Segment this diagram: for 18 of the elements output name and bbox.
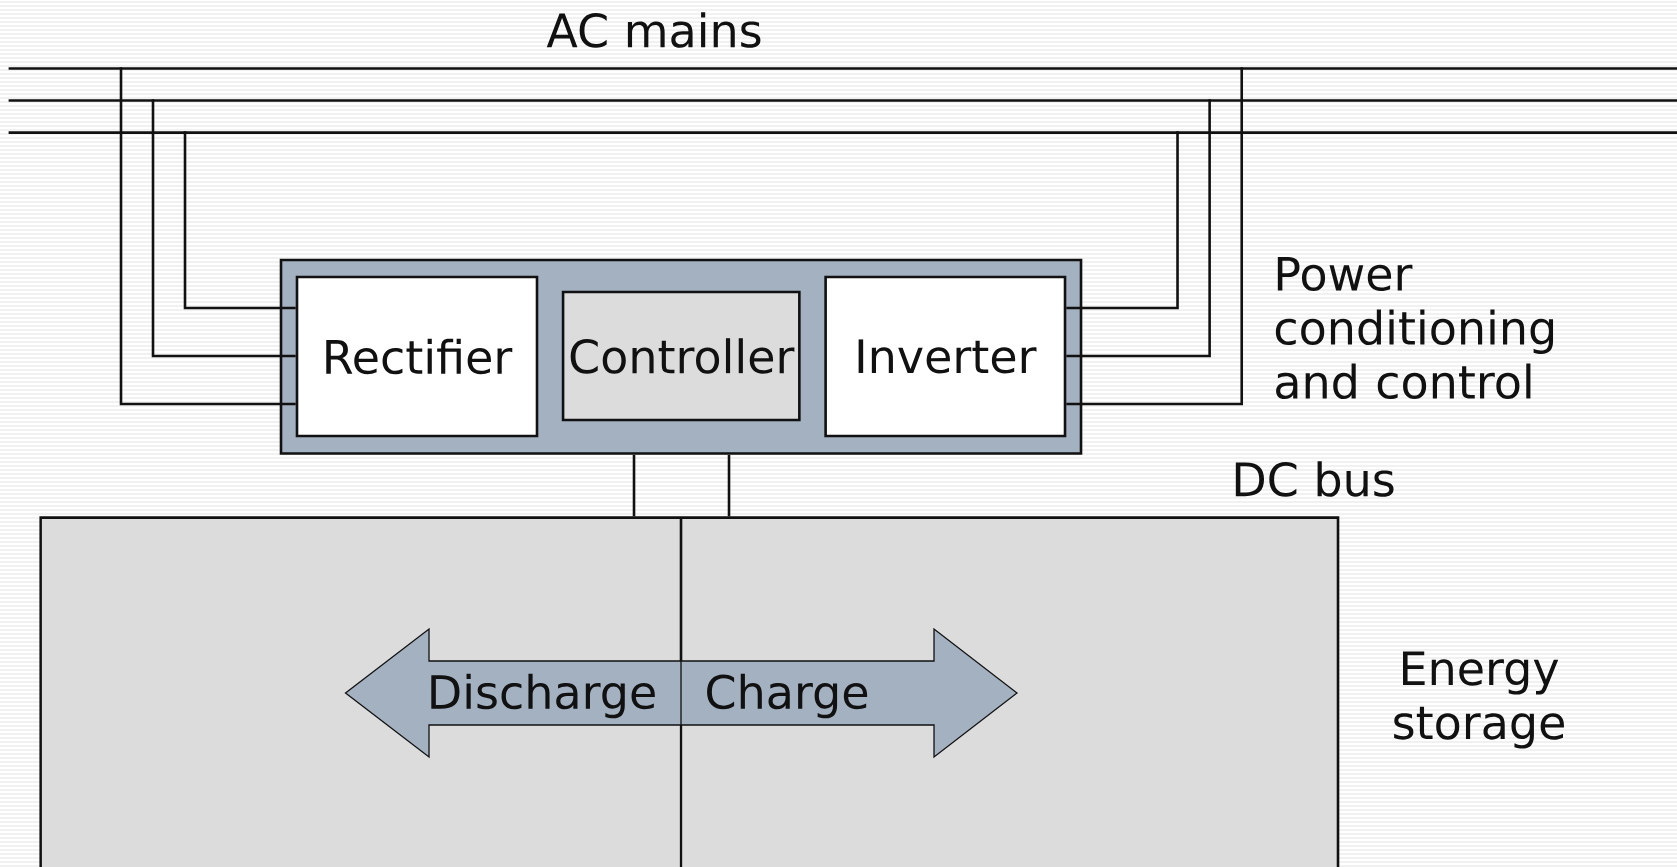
arrow-label: Charge xyxy=(707,673,868,719)
wire xyxy=(632,454,636,517)
wire xyxy=(727,454,731,517)
process-box: Controller xyxy=(561,290,801,422)
wire xyxy=(1066,99,1211,358)
wire xyxy=(1066,131,1179,310)
block-label: Energy storage xyxy=(1394,651,1564,749)
heading-text: AC mains xyxy=(546,12,761,48)
block-label: DC bus xyxy=(1235,461,1394,497)
wire xyxy=(1066,67,1243,406)
process-box: Rectifier xyxy=(295,275,539,438)
wire xyxy=(119,67,296,406)
arrow-label: Discharge xyxy=(431,673,655,719)
process-box: Inverter xyxy=(824,275,1067,438)
wire xyxy=(151,99,296,358)
block-label: Power conditioning and control xyxy=(1275,256,1554,400)
block-box xyxy=(39,516,1340,867)
wire xyxy=(183,131,296,310)
